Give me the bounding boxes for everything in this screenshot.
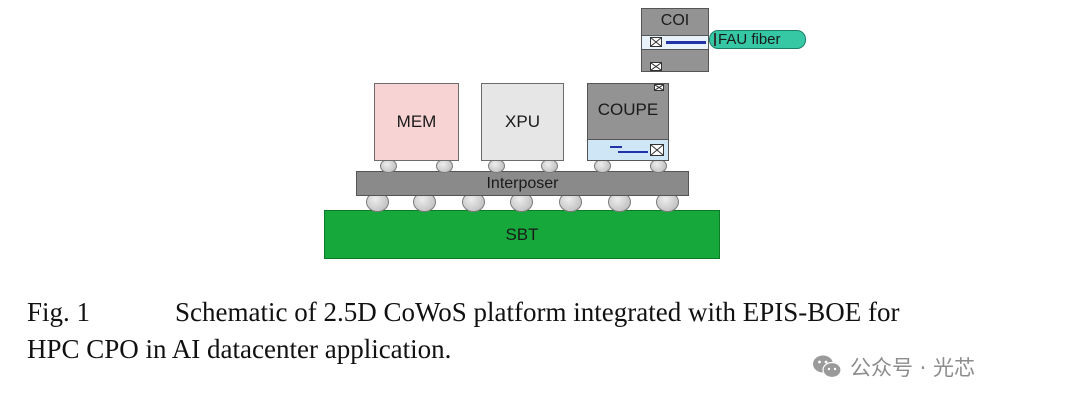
wechat-icon xyxy=(812,354,842,380)
coupler-cross-icon xyxy=(650,37,662,47)
waveguide xyxy=(618,151,648,153)
coupe-photonic-layer xyxy=(588,139,668,160)
coi-block: COI xyxy=(641,8,709,72)
micro-bump xyxy=(380,159,397,173)
fau-fiber-label: FAU fiber xyxy=(718,31,781,48)
substrate-label: SBT xyxy=(505,224,539,244)
coupler-cross-icon xyxy=(654,84,664,91)
mem-chip: MEM xyxy=(374,83,459,161)
figure-number: Fig. 1 xyxy=(27,297,91,327)
caption-line-1: Schematic of 2.5D CoWoS platform integra… xyxy=(175,297,900,327)
coupler-cross-icon xyxy=(650,62,662,71)
waveguide xyxy=(666,41,706,44)
coi-photonic-layer xyxy=(642,35,708,50)
coupe-label: COUPE xyxy=(597,100,659,119)
coi-label: COI xyxy=(660,12,690,29)
interposer-label: Interposer xyxy=(486,174,559,192)
micro-bump xyxy=(488,159,505,173)
xpu-chip: XPU xyxy=(481,83,564,161)
fau-fiber-tag: FAU fiber xyxy=(709,30,806,49)
fiber-bar xyxy=(714,33,716,46)
interposer: Interposer xyxy=(356,171,689,196)
xpu-label: XPU xyxy=(505,112,540,131)
micro-bump xyxy=(594,159,611,173)
mem-label: MEM xyxy=(396,112,437,131)
watermark: 公众号 · 光芯 xyxy=(812,352,975,382)
caption-line-2: HPC CPO in AI datacenter application. xyxy=(27,334,452,364)
substrate-sbt: SBT xyxy=(324,210,720,259)
micro-bump xyxy=(436,159,453,173)
micro-bump xyxy=(650,159,667,173)
coupe-chip: COUPE xyxy=(587,83,669,161)
waveguide xyxy=(610,146,622,148)
micro-bump xyxy=(541,159,558,173)
coupler-cross-icon xyxy=(650,144,664,156)
watermark-text: 公众号 · 光芯 xyxy=(850,356,976,380)
